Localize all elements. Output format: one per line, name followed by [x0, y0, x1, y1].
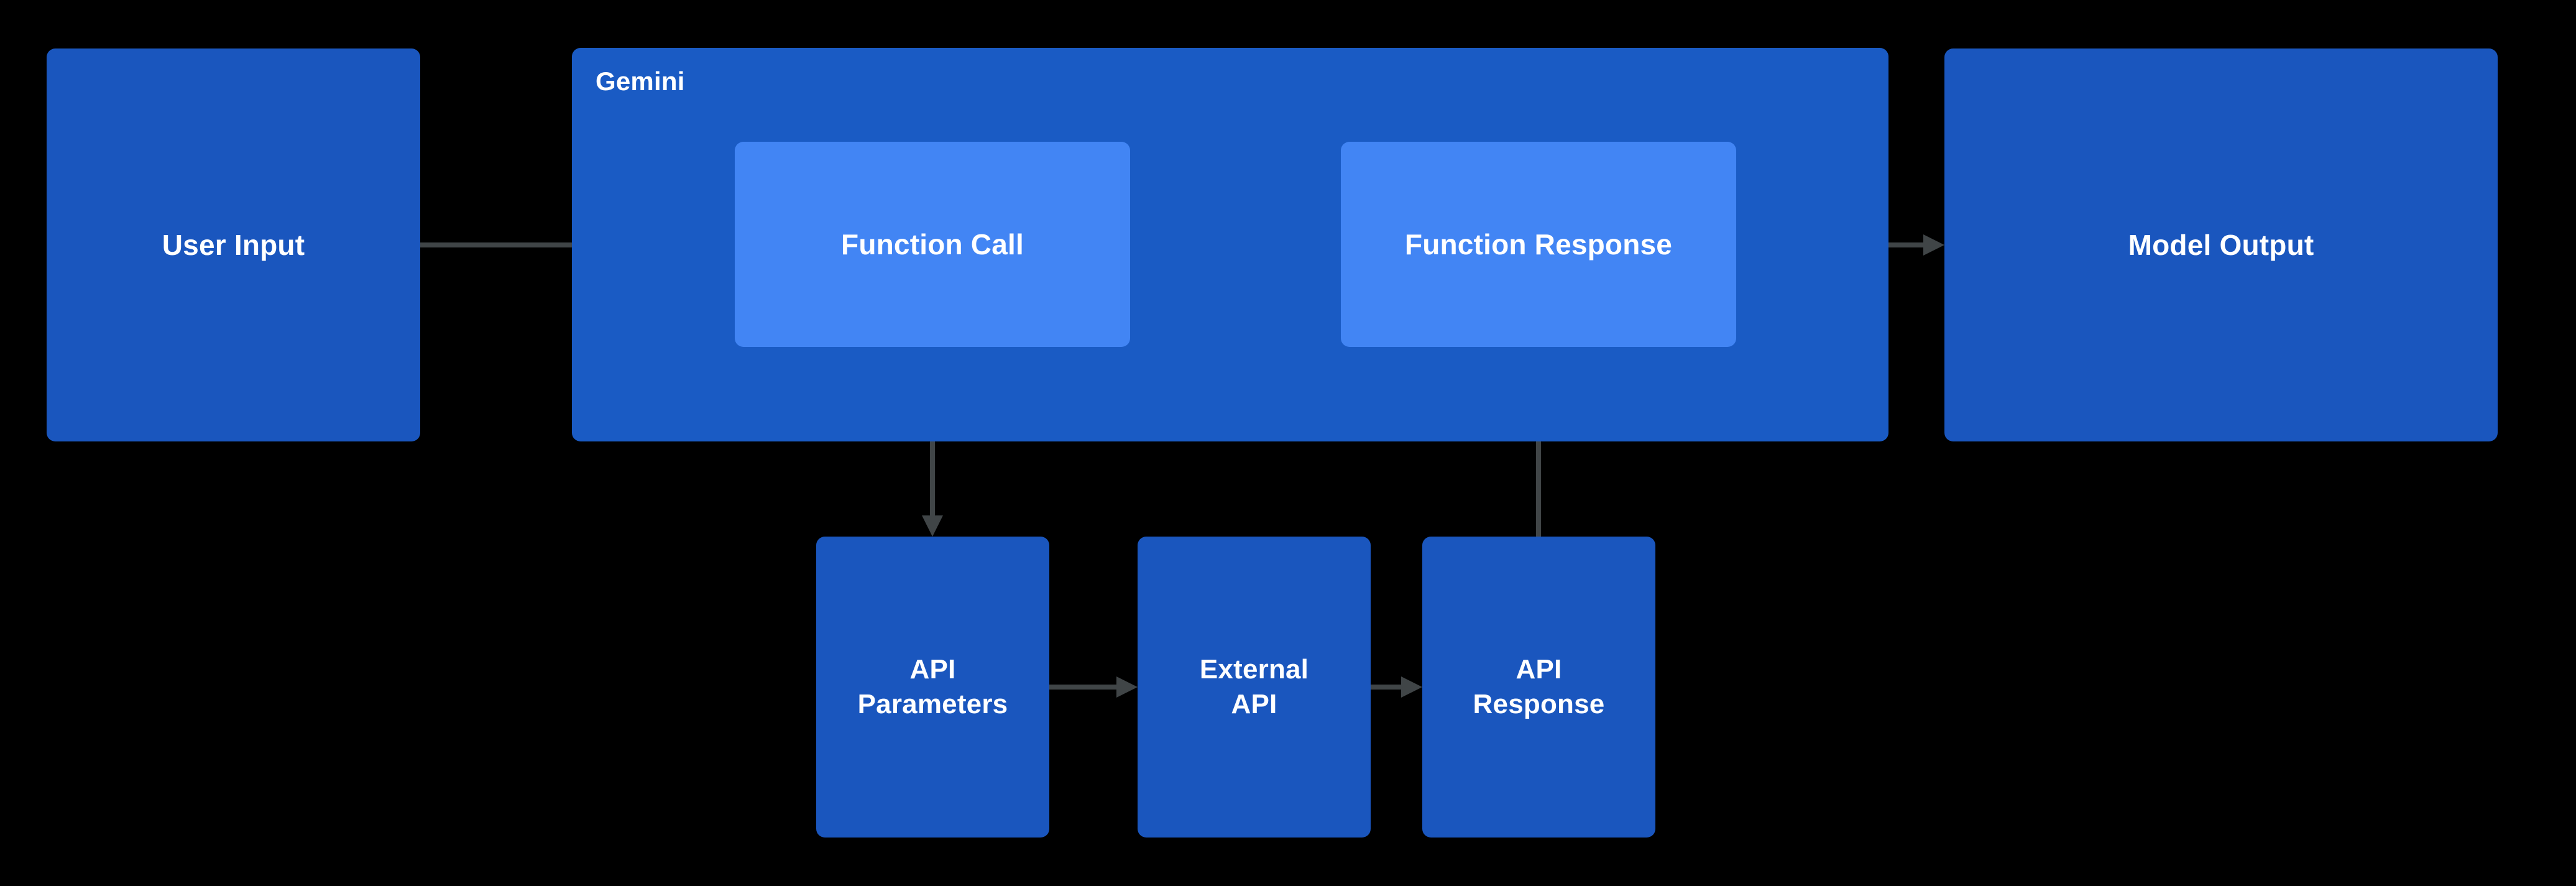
node-external-api[interactable]: External API: [1138, 537, 1371, 838]
edge-external-api-to-api-response: [1371, 676, 1422, 698]
node-api-parameters[interactable]: API Parameters: [816, 537, 1049, 838]
group-gemini-label: Gemini: [596, 67, 685, 96]
node-api-response[interactable]: API Response: [1422, 537, 1655, 838]
node-user-input[interactable]: User Input: [47, 48, 420, 441]
edge-api-parameters-to-external-api: [1049, 676, 1138, 698]
node-function-call[interactable]: Function Call: [735, 142, 1130, 347]
node-model-output[interactable]: Model Output: [1944, 48, 2498, 441]
node-function-response[interactable]: Function Response: [1341, 142, 1736, 347]
edge-function-response-to-model-output: [1888, 234, 1944, 256]
